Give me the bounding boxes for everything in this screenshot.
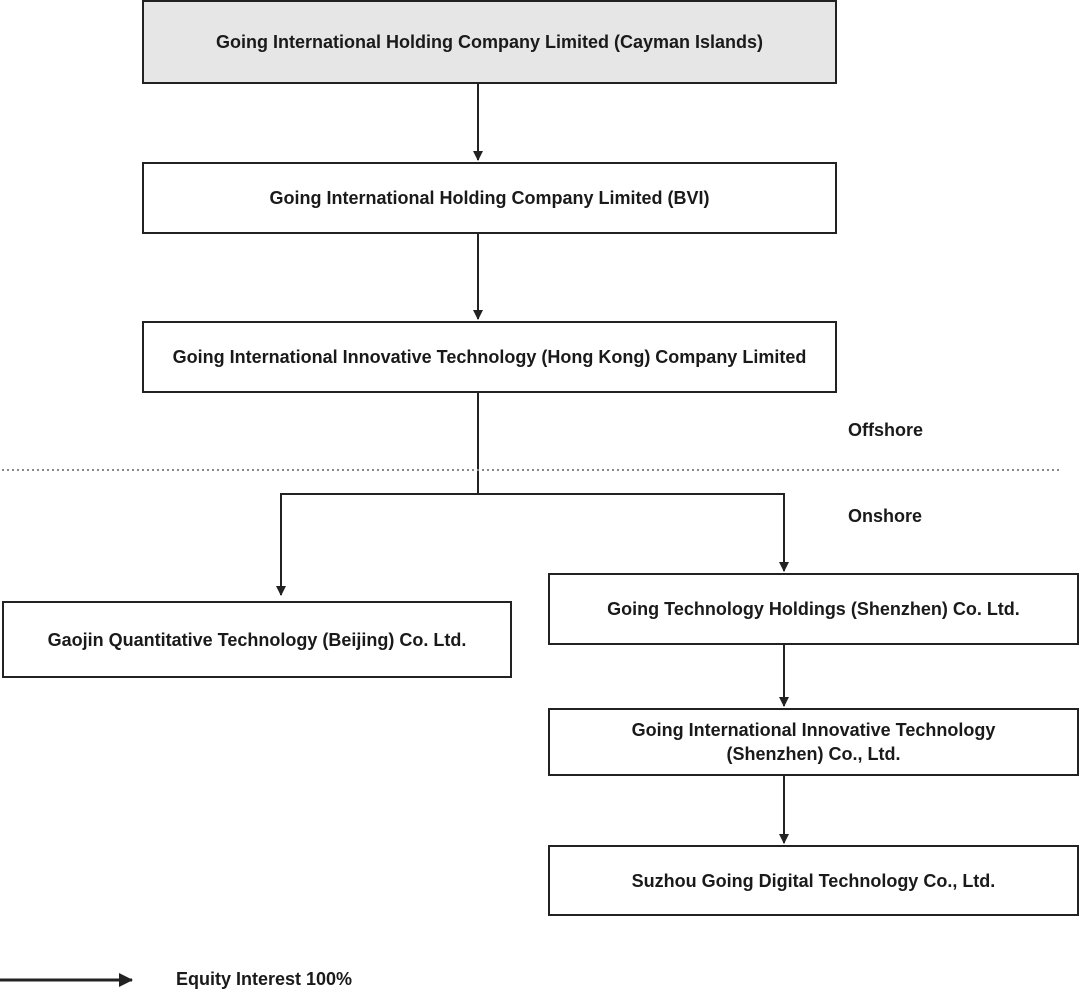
entity-name-suzhou: Suzhou Going Digital Technology Co., Ltd… (631, 870, 996, 891)
offshore-label: Offshore (848, 420, 924, 440)
entity-name-bvi: Going International Holding Company Limi… (269, 188, 710, 208)
entity-box-gaojin: Gaojin Quantitative Technology (Beijing)… (2, 601, 512, 678)
entity-box-suzhou: Suzhou Going Digital Technology Co., Ltd… (548, 845, 1079, 916)
entity-name-hongkong: Going International Innovative Technolog… (172, 347, 807, 367)
entity-name-shenzhen-innovative: Going International Innovative Technolog… (631, 720, 996, 764)
entity-box-cayman: Going International Holding Company Limi… (142, 0, 837, 84)
entity-box-hongkong: Going International Innovative Technolog… (142, 321, 837, 393)
entity-box-shenzhen-holdings: Going Technology Holdings (Shenzhen) Co.… (548, 573, 1079, 645)
entity-name-gaojin: Gaojin Quantitative Technology (Beijing)… (47, 629, 467, 650)
entity-box-bvi: Going International Holding Company Limi… (142, 162, 837, 234)
entity-box-shenzhen-innovative: Going International Innovative Technolog… (548, 708, 1079, 776)
entity-name-shenzhen-holdings: Going Technology Holdings (Shenzhen) Co.… (607, 599, 1020, 619)
onshore-label: Onshore (848, 506, 923, 526)
legend-label: Equity Interest 100% (176, 969, 353, 989)
entity-name-cayman: Going International Holding Company Limi… (215, 32, 764, 52)
